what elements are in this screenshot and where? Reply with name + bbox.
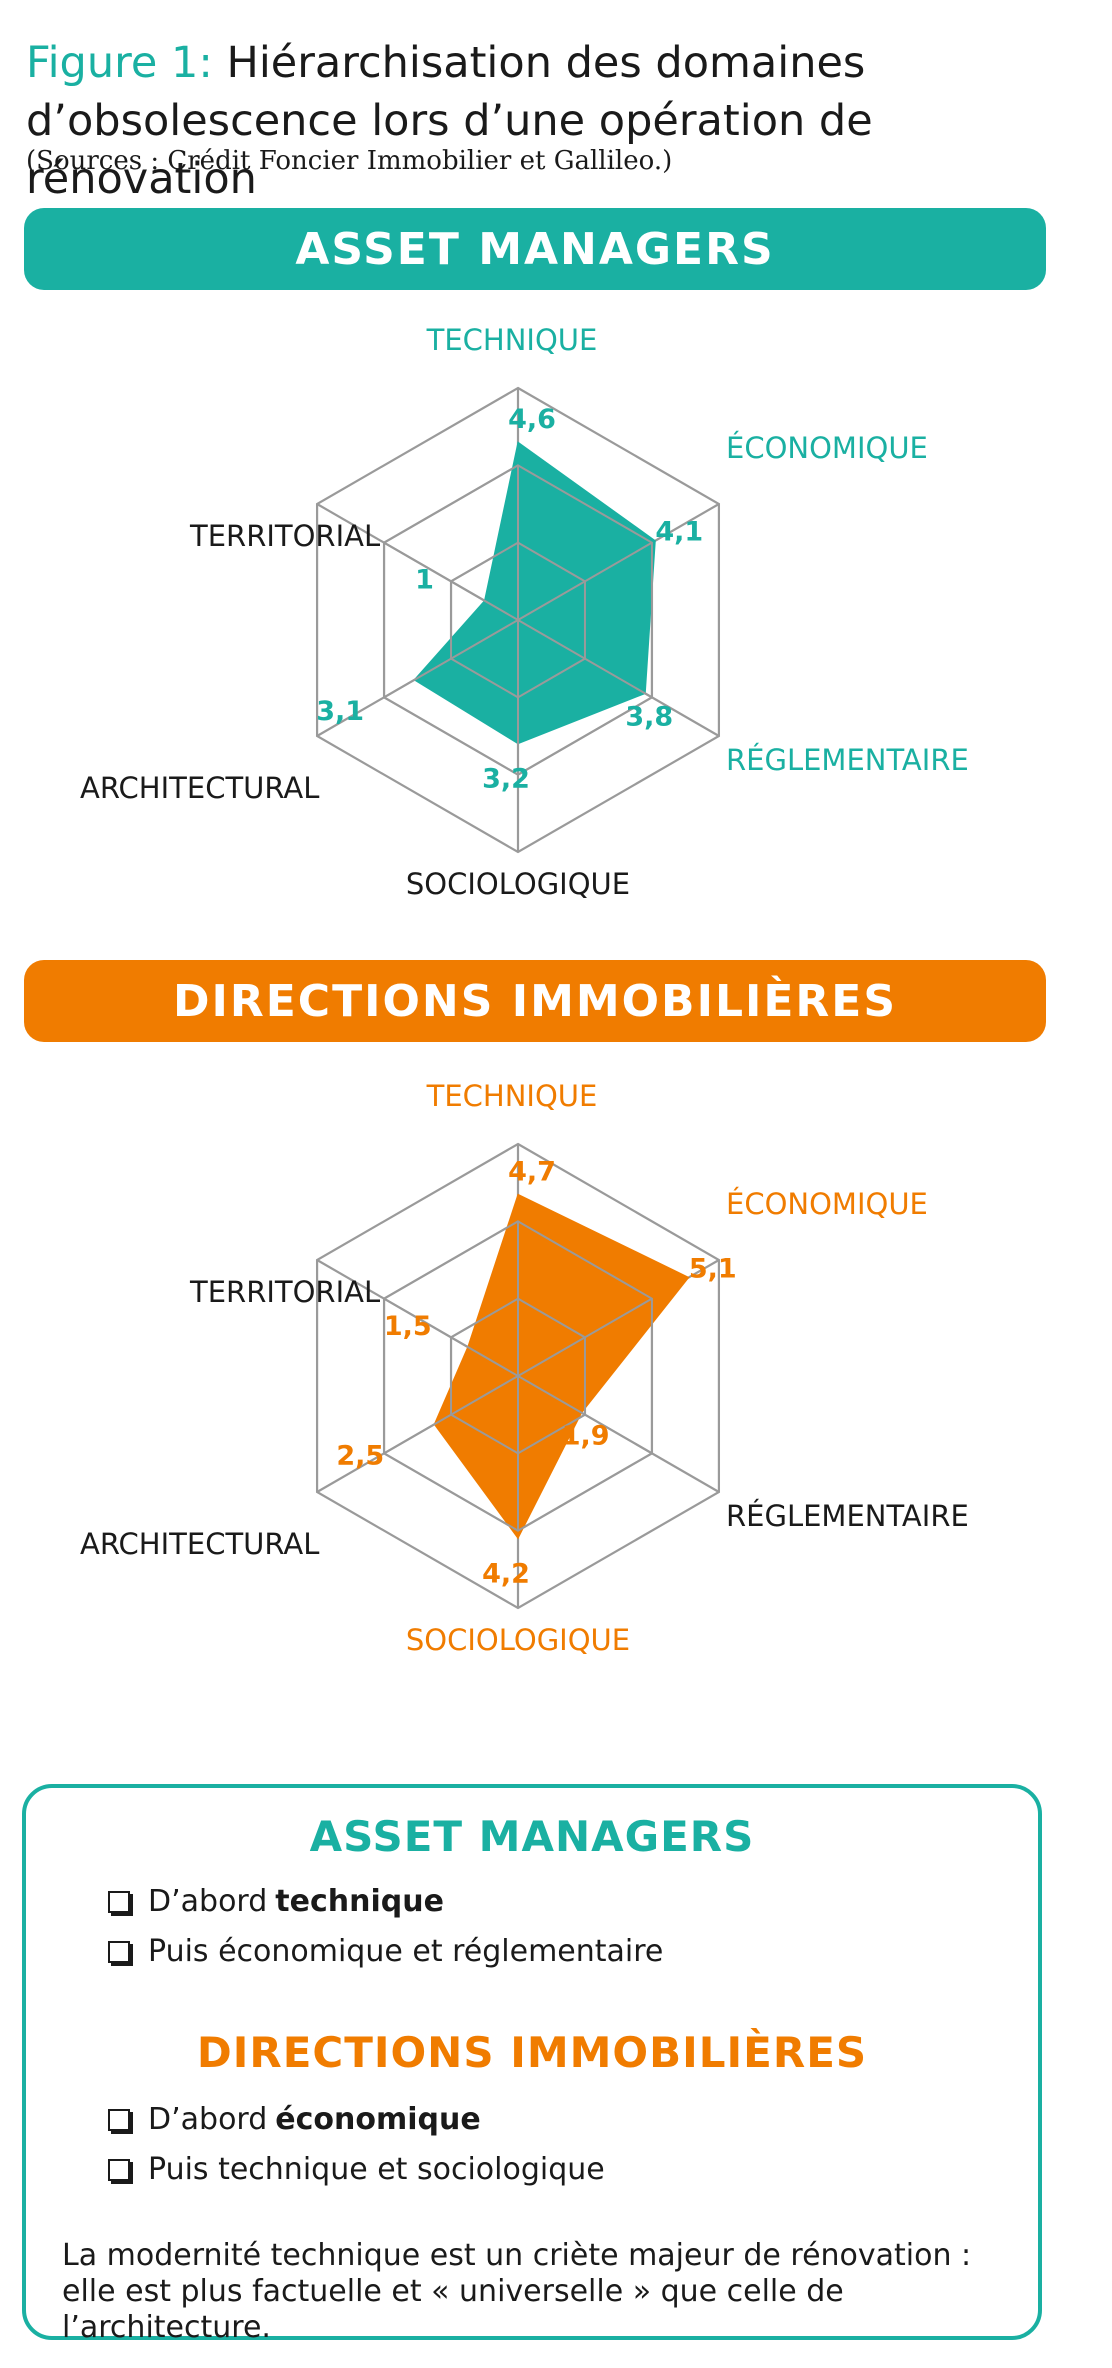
summary-conclusion: La modernité technique est un criète maj…: [62, 2238, 972, 2345]
value-label-sociologique: 3,2: [482, 764, 530, 795]
axis-label-economique: ÉCONOMIQUE: [726, 431, 928, 465]
summary-asset-item-2-text: Puis économique et réglementaire: [148, 1934, 664, 1969]
axis-label-sociologique: SOCIOLOGIQUE: [406, 867, 630, 901]
axis-label-sociologique: SOCIOLOGIQUE: [406, 1623, 630, 1657]
summary-asset-item-1: D’abord technique: [108, 1884, 444, 1919]
value-label-sociologique: 4,2: [482, 1558, 530, 1589]
summary-dir-item-2: Puis technique et sociologique: [108, 2152, 605, 2187]
value-label-reglementaire: 1,9: [562, 1421, 610, 1452]
figure-source: (Sources : Crédit Foncier Immobilier et …: [26, 146, 673, 176]
summary-dir-heading: DIRECTIONS IMMOBILIÈRES: [196, 2028, 868, 2077]
value-label-technique: 4,6: [508, 404, 556, 435]
checkbox-icon: [108, 2158, 130, 2181]
value-label-territorial: 1,5: [384, 1311, 432, 1342]
figure-title-text: Hiérarchisation des domaines d’obsolesce…: [26, 38, 873, 204]
axis-label-economique: ÉCONOMIQUE: [726, 1187, 928, 1221]
summary-box: ASSET MANAGERS D’abord technique Puis éc…: [22, 1784, 1042, 2345]
directions-immobilieres-radar-chart: TECHNIQUE ÉCONOMIQUE RÉGLEMENTAIRE SOCIOLOG…: [80, 1079, 969, 1657]
axis-label-reglementaire: RÉGLEMENTAIRE: [726, 743, 969, 777]
value-label-technique: 4,7: [508, 1156, 556, 1187]
asset-managers-band: ASSET MANAGERS: [24, 208, 1046, 290]
axis-label-territorial: TERRITORIAL: [189, 1275, 380, 1309]
figure-title: Figure 1: Hiérarchisation des domaines d…: [26, 34, 1086, 208]
axis-label-territorial: TERRITORIAL: [189, 519, 380, 553]
checkbox-icon: [108, 1890, 130, 1913]
summary-asset-item-1-bold: technique: [275, 1884, 444, 1919]
value-label-reglementaire: 3,8: [625, 701, 673, 732]
grid-spoke-overlay: [383, 619, 519, 699]
axis-label-reglementaire: RÉGLEMENTAIRE: [726, 1499, 969, 1533]
checkbox-icon: [108, 2108, 130, 2131]
checkbox-icon: [108, 1940, 130, 1963]
grid-spoke-overlay: [517, 619, 653, 699]
value-label-architectural: 2,5: [336, 1440, 384, 1471]
grid-spoke-overlay: [517, 541, 653, 621]
summary-dir-item-1-bold: économique: [275, 2102, 481, 2137]
directions-immobilieres-band: DIRECTIONS IMMOBILIÈRES: [24, 960, 1046, 1042]
grid-spoke-overlay: [517, 1297, 653, 1377]
grid-spoke-overlay: [383, 1297, 519, 1377]
grid-spoke-overlay: [383, 541, 519, 621]
asset-managers-band-title: ASSET MANAGERS: [295, 223, 775, 275]
figure-label: Figure 1:: [26, 38, 213, 88]
grid-spoke-overlay: [517, 1375, 653, 1455]
grid-spoke-overlay: [383, 1375, 519, 1455]
axis-label-architectural: ARCHITECTURAL: [80, 771, 319, 805]
summary-dir-item-1: D’abord économique: [108, 2102, 481, 2137]
directions-immobilieres-band-title: DIRECTIONS IMMOBILIÈRES: [172, 975, 898, 1027]
summary-asset-item-2: Puis économique et réglementaire: [108, 1934, 663, 1969]
value-label-economique: 5,1: [689, 1253, 737, 1284]
asset-managers-radar-chart: TECHNIQUE ÉCONOMIQUE RÉGLEMENTAIRE SOCIOLOG…: [80, 323, 969, 901]
summary-dir-item-1-text: D’abord: [148, 2102, 268, 2137]
axis-label-technique: TECHNIQUE: [426, 323, 598, 357]
summary-dir-item-2-text: Puis technique et sociologique: [148, 2152, 605, 2187]
axis-label-technique: TECHNIQUE: [426, 1079, 598, 1113]
axis-label-architectural: ARCHITECTURAL: [80, 1527, 319, 1561]
value-label-territorial: 1: [415, 565, 434, 596]
value-label-architectural: 3,1: [316, 696, 364, 727]
summary-asset-item-1-text: D’abord: [148, 1884, 268, 1919]
summary-asset-heading: ASSET MANAGERS: [309, 1812, 755, 1861]
value-label-economique: 4,1: [655, 517, 703, 548]
